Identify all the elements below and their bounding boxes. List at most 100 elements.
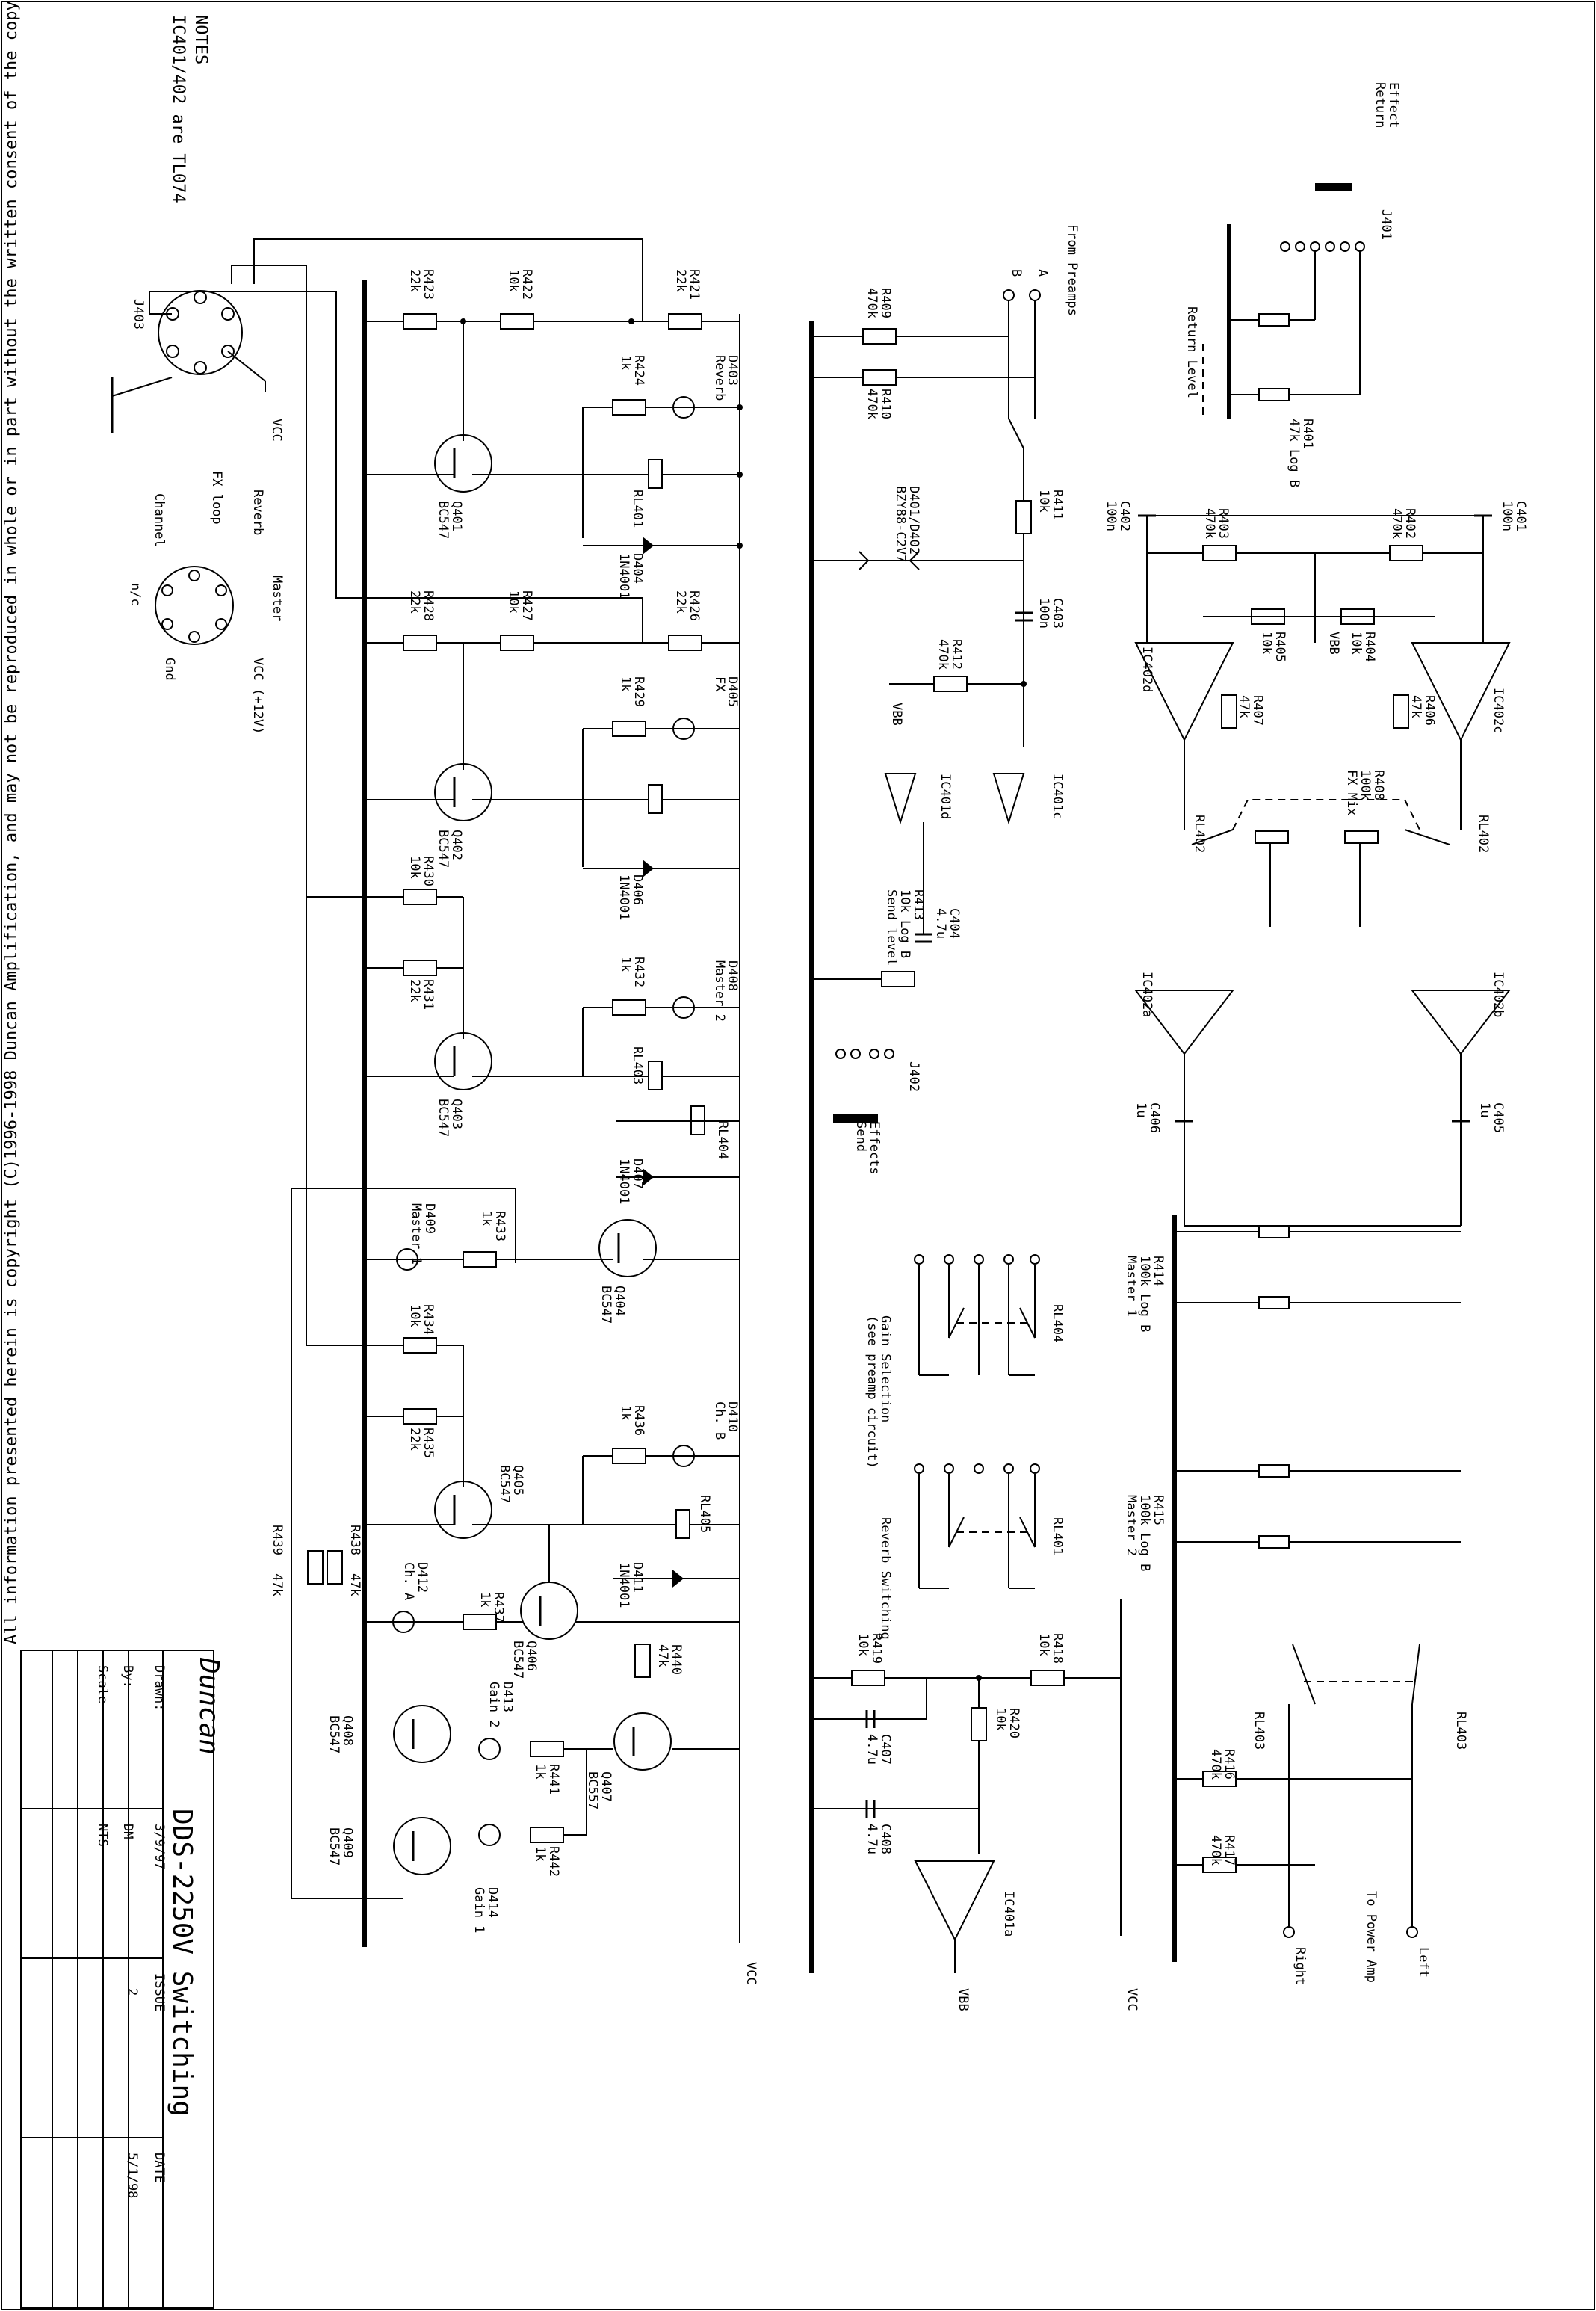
- svg-text:D413: D413: [500, 1682, 515, 1712]
- svg-text:IC402a: IC402a: [1139, 972, 1154, 1017]
- svg-text:FX: FX: [712, 676, 727, 692]
- j403-label: J403: [131, 299, 146, 330]
- r431: [403, 960, 437, 976]
- svg-text:R440: R440: [669, 1644, 684, 1675]
- svg-text:R441: R441: [546, 1764, 561, 1795]
- svg-text:Q402: Q402: [449, 830, 464, 860]
- svg-text:C408: C408: [878, 1824, 893, 1854]
- svg-text:47k: 47k: [1408, 695, 1423, 718]
- svg-text:RL401: RL401: [630, 490, 645, 528]
- r434: [403, 1337, 437, 1354]
- svg-text:BC547: BC547: [436, 830, 451, 868]
- ic401a: [914, 1860, 995, 1942]
- r410: [862, 369, 897, 386]
- date-value: 5/1/98: [125, 2153, 140, 2198]
- wire-channel: [231, 265, 448, 1346]
- svg-text:BC547: BC547: [497, 1465, 512, 1503]
- svg-text:4.7u: 4.7u: [933, 908, 948, 939]
- svg-text:Gain 1: Gain 1: [471, 1887, 486, 1933]
- svg-text:1N4001: 1N4001: [616, 1158, 631, 1204]
- svg-text:1k: 1k: [533, 1846, 548, 1861]
- r409: [862, 328, 897, 345]
- svg-text:1N4001: 1N4001: [616, 874, 631, 920]
- pin-channel: Channel: [152, 493, 167, 547]
- svg-text:C406: C406: [1147, 1102, 1162, 1133]
- d407: [643, 1168, 654, 1186]
- svg-text:100k Log B: 100k Log B: [1137, 1495, 1152, 1571]
- svg-text:1N4001: 1N4001: [616, 553, 631, 599]
- svg-text:470k: 470k: [935, 639, 950, 670]
- r411: [1015, 500, 1032, 534]
- svg-text:Effects: Effects: [867, 1121, 882, 1175]
- r440: [634, 1644, 651, 1678]
- r413: [881, 971, 915, 987]
- svg-text:C401: C401: [1513, 501, 1528, 531]
- svg-text:D412: D412: [415, 1562, 430, 1593]
- svg-text:C402: C402: [1117, 501, 1132, 531]
- svg-text:Send level: Send level: [884, 889, 899, 966]
- r419: [851, 1670, 885, 1686]
- svg-text:Ch. B: Ch. B: [712, 1401, 727, 1440]
- svg-text:R404: R404: [1362, 632, 1377, 662]
- svg-text:IC402d: IC402d: [1139, 647, 1154, 692]
- svg-text:VBB: VBB: [889, 703, 904, 726]
- q407: [613, 1712, 672, 1771]
- q409: [393, 1817, 451, 1875]
- rl403-coil: [648, 1061, 663, 1090]
- vbb-label-ic401a: VBB: [956, 1988, 971, 2011]
- r417: [1202, 1857, 1237, 1873]
- svg-text:D406: D406: [630, 874, 645, 905]
- svg-text:Left: Left: [1416, 1947, 1431, 1978]
- q404: [598, 1219, 657, 1277]
- svg-text:BC547: BC547: [327, 1827, 341, 1866]
- svg-text:R432: R432: [631, 957, 646, 987]
- svg-text:R433: R433: [492, 1211, 507, 1241]
- svg-text:BC547: BC547: [436, 1099, 451, 1137]
- svg-text:Gain 2: Gain 2: [486, 1682, 501, 1727]
- r408a: [1255, 830, 1289, 844]
- svg-text:R428: R428: [421, 590, 436, 621]
- notes: NOTES IC401/402 are TL074: [169, 15, 210, 203]
- r401b: [1258, 388, 1290, 401]
- svg-text:RL404: RL404: [1050, 1304, 1065, 1342]
- duncan-logo: Duncan: [194, 1657, 224, 1755]
- svg-text:Master 2: Master 2: [1124, 1495, 1139, 1556]
- j403-connector: J403 VCC: [111, 290, 284, 442]
- svg-text:C403: C403: [1050, 598, 1065, 629]
- r436: [612, 1448, 646, 1464]
- svg-text:Reverb: Reverb: [712, 355, 727, 401]
- svg-text:1k: 1k: [618, 676, 633, 691]
- wire-reverb: [253, 238, 643, 321]
- svg-text:RL403: RL403: [1453, 1712, 1468, 1750]
- svg-text:10k: 10k: [407, 1304, 422, 1327]
- svg-text:1k: 1k: [477, 1592, 492, 1607]
- drawn-label: Drawn:: [152, 1665, 167, 1711]
- svg-text:R431: R431: [421, 979, 436, 1010]
- svg-text:R408: R408: [1371, 770, 1386, 800]
- ic402d: [1134, 642, 1234, 742]
- send-path: From Preamps A B R409 470k R410 470k R41…: [811, 224, 1080, 1175]
- svg-text:R411: R411: [1050, 490, 1065, 520]
- stage-ch-a-gain: R439 47k R438 47k D412 Ch. A R437 1k Q40…: [270, 1525, 740, 1933]
- svg-text:R429: R429: [631, 676, 646, 707]
- svg-text:Q407: Q407: [598, 1771, 613, 1802]
- r416: [1202, 1771, 1237, 1787]
- svg-text:R442: R442: [546, 1846, 561, 1877]
- svg-text:22k: 22k: [407, 590, 422, 614]
- svg-text:22k: 22k: [407, 979, 422, 1002]
- svg-text:10k: 10k: [407, 856, 422, 879]
- r401a: [1258, 313, 1290, 327]
- svg-text:BC547: BC547: [436, 501, 451, 539]
- svg-text:100n: 100n: [1036, 598, 1051, 629]
- r422: [500, 313, 534, 330]
- svg-text:470k: 470k: [1202, 508, 1217, 539]
- svg-text:IC401d: IC401d: [938, 774, 953, 819]
- svg-text:R426: R426: [687, 590, 702, 621]
- svg-text:To Power Amp: To Power Amp: [1364, 1891, 1379, 1983]
- svg-text:D401/D402: D401/D402: [906, 486, 921, 555]
- r427: [500, 635, 534, 651]
- r424: [612, 399, 646, 416]
- svg-text:R414: R414: [1151, 1256, 1166, 1286]
- svg-text:R402: R402: [1402, 508, 1417, 539]
- d410: [672, 1445, 695, 1467]
